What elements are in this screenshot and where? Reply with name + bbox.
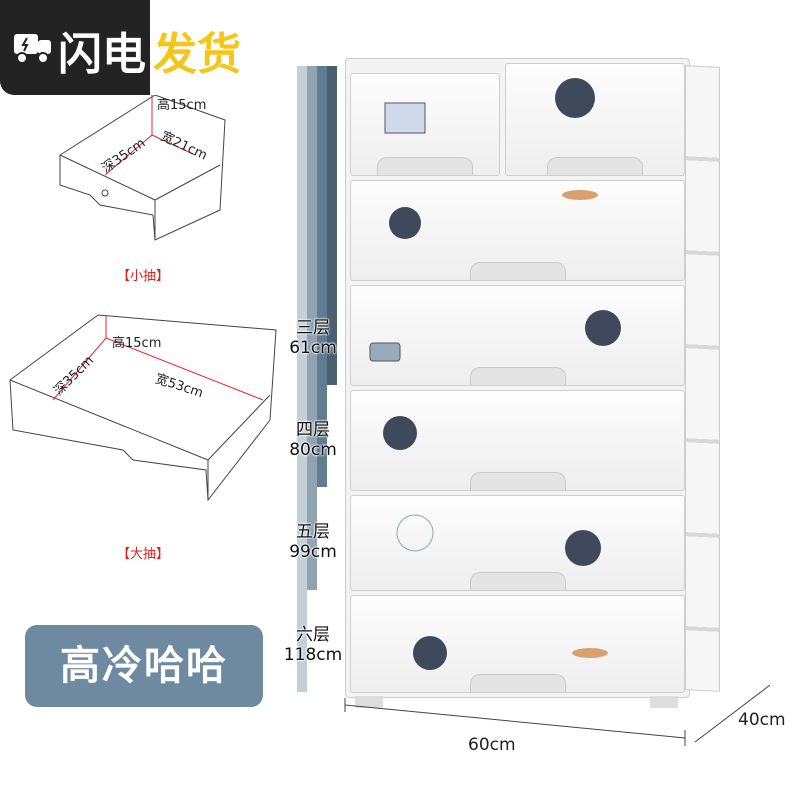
depth-dimension: 40cm: [738, 710, 786, 730]
small-drawer-caption: 【小抽】: [117, 269, 170, 284]
tier-layers: 五层: [296, 522, 330, 542]
cabinet-leg: [355, 696, 383, 708]
cabinet-leg: [650, 696, 678, 708]
tier-height: 99cm: [289, 542, 337, 562]
dimension-lines: [344, 684, 771, 746]
drawer-cabinet: [345, 58, 720, 713]
width-dimension: 60cm: [468, 735, 516, 755]
badge-text-shipping: 发货: [153, 29, 241, 80]
large-drawer-5[interactable]: [350, 595, 685, 693]
tier-bar-five: [307, 66, 317, 590]
large-drawer-height: 高15cm: [112, 336, 162, 351]
tier-bar-six: [297, 66, 307, 692]
badge-text-lightning: 闪电: [58, 29, 146, 80]
style-name-label: 高冷哈哈: [25, 625, 263, 707]
tier-height: 61cm: [289, 338, 337, 358]
small-drawer-diagram: [59, 95, 226, 241]
cabinet-side-panel: [685, 65, 720, 692]
husky-illustrations: [369, 78, 621, 670]
tier-bar-four: [317, 66, 327, 487]
large-drawer-diagram: [9, 314, 277, 502]
tier-layers: 三层: [296, 318, 330, 338]
tier-layers: 四层: [296, 420, 330, 440]
large-drawer-4[interactable]: [350, 495, 685, 591]
tier-height: 80cm: [289, 440, 337, 460]
large-drawer-caption: 【大抽】: [117, 547, 170, 562]
small-drawer-right[interactable]: [505, 63, 685, 176]
tier-height: 118cm: [283, 645, 343, 665]
tier-layers: 六层: [296, 625, 330, 645]
small-drawer-height: 高15cm: [157, 98, 207, 113]
large-drawer-2[interactable]: [350, 285, 685, 386]
tier-bar-three: [327, 66, 337, 385]
delivery-truck-icon: [14, 34, 51, 64]
